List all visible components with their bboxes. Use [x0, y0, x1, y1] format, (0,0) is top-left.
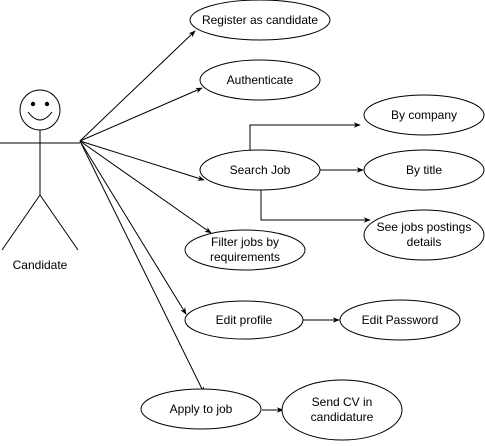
smiley-face-icon	[19, 89, 61, 131]
use-case-see-details-label-1: See jobs postings	[377, 220, 472, 234]
use-case-see-details[interactable]: See jobs postings details	[363, 209, 485, 261]
actor-right-leg	[39, 194, 79, 251]
arrow-to-authenticate	[79, 87, 203, 142]
use-case-search-job-label: Search Job	[230, 163, 291, 177]
use-case-authenticate-label: Authenticate	[227, 73, 294, 87]
use-case-register[interactable]: Register as candidate	[189, 0, 331, 41]
use-case-filter-jobs-label-2: requirements	[210, 250, 280, 264]
use-case-send-cv-label-2: candidature	[311, 410, 374, 424]
use-case-by-company-label: By company	[391, 108, 457, 122]
arrow-to-search-job	[79, 140, 205, 181]
use-case-authenticate[interactable]: Authenticate	[199, 59, 321, 101]
use-case-by-company[interactable]: By company	[363, 94, 485, 136]
use-case-filter-jobs-label-1: Filter jobs by	[211, 235, 279, 249]
arrow-to-filter-jobs	[79, 140, 212, 234]
use-case-edit-profile-label: Edit profile	[216, 313, 273, 327]
use-case-search-job[interactable]: Search Job	[199, 149, 321, 191]
actor-associations	[79, 30, 212, 394]
use-case-apply-job[interactable]: Apply to job	[140, 388, 262, 430]
use-case-see-details-label-2: details	[407, 235, 442, 249]
use-case-edit-password[interactable]: Edit Password	[339, 299, 461, 341]
use-case-by-title[interactable]: By title	[363, 149, 485, 191]
arrow-to-register	[79, 30, 196, 142]
use-case-edit-profile[interactable]: Edit profile	[184, 300, 304, 340]
use-case-send-cv[interactable]: Send CV in candidature	[281, 379, 403, 441]
use-case-filter-jobs[interactable]: Filter jobs by requirements	[184, 229, 306, 271]
actor-left-leg	[1, 194, 41, 251]
use-case-edit-password-label: Edit Password	[362, 313, 439, 327]
use-case-register-label: Register as candidate	[202, 13, 318, 27]
arrow-to-edit-profile	[79, 140, 187, 315]
search-to-by-company	[249, 122, 361, 152]
search-to-see-details	[260, 189, 371, 223]
arrow-to-apply-job	[79, 140, 205, 394]
use-case-apply-job-label: Apply to job	[170, 402, 233, 416]
use-case-by-title-label: By title	[406, 163, 442, 177]
actor-label: Candidate	[13, 258, 68, 272]
candidate-actor: Candidate	[0, 89, 80, 272]
use-case-send-cv-label-1: Send CV in	[312, 395, 373, 409]
use-case-connectors	[249, 122, 371, 413]
